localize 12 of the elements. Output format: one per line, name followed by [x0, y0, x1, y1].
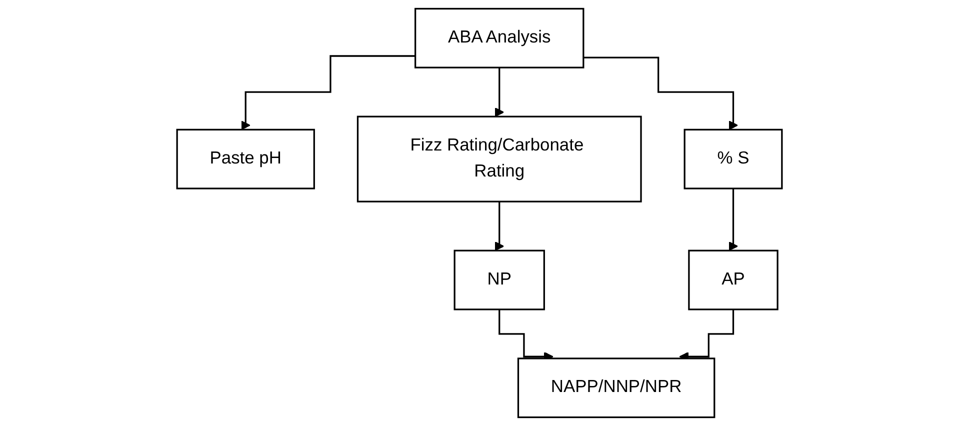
- arrow: [728, 188, 738, 252]
- arrow: [494, 200, 504, 252]
- node-box: Paste pH: [176, 128, 315, 190]
- node-box: ABA Analysis: [414, 8, 584, 68]
- node-box: NP: [454, 250, 545, 310]
- node-box: Fizz Rating/Carbonate Rating: [356, 116, 642, 202]
- arrow: [494, 66, 504, 118]
- node-box: AP: [688, 250, 778, 310]
- arrow: [240, 55, 416, 130]
- node-box: % S: [684, 128, 783, 190]
- node-box: NAPP/NNP/NPR: [517, 358, 716, 418]
- arrow: [583, 56, 738, 130]
